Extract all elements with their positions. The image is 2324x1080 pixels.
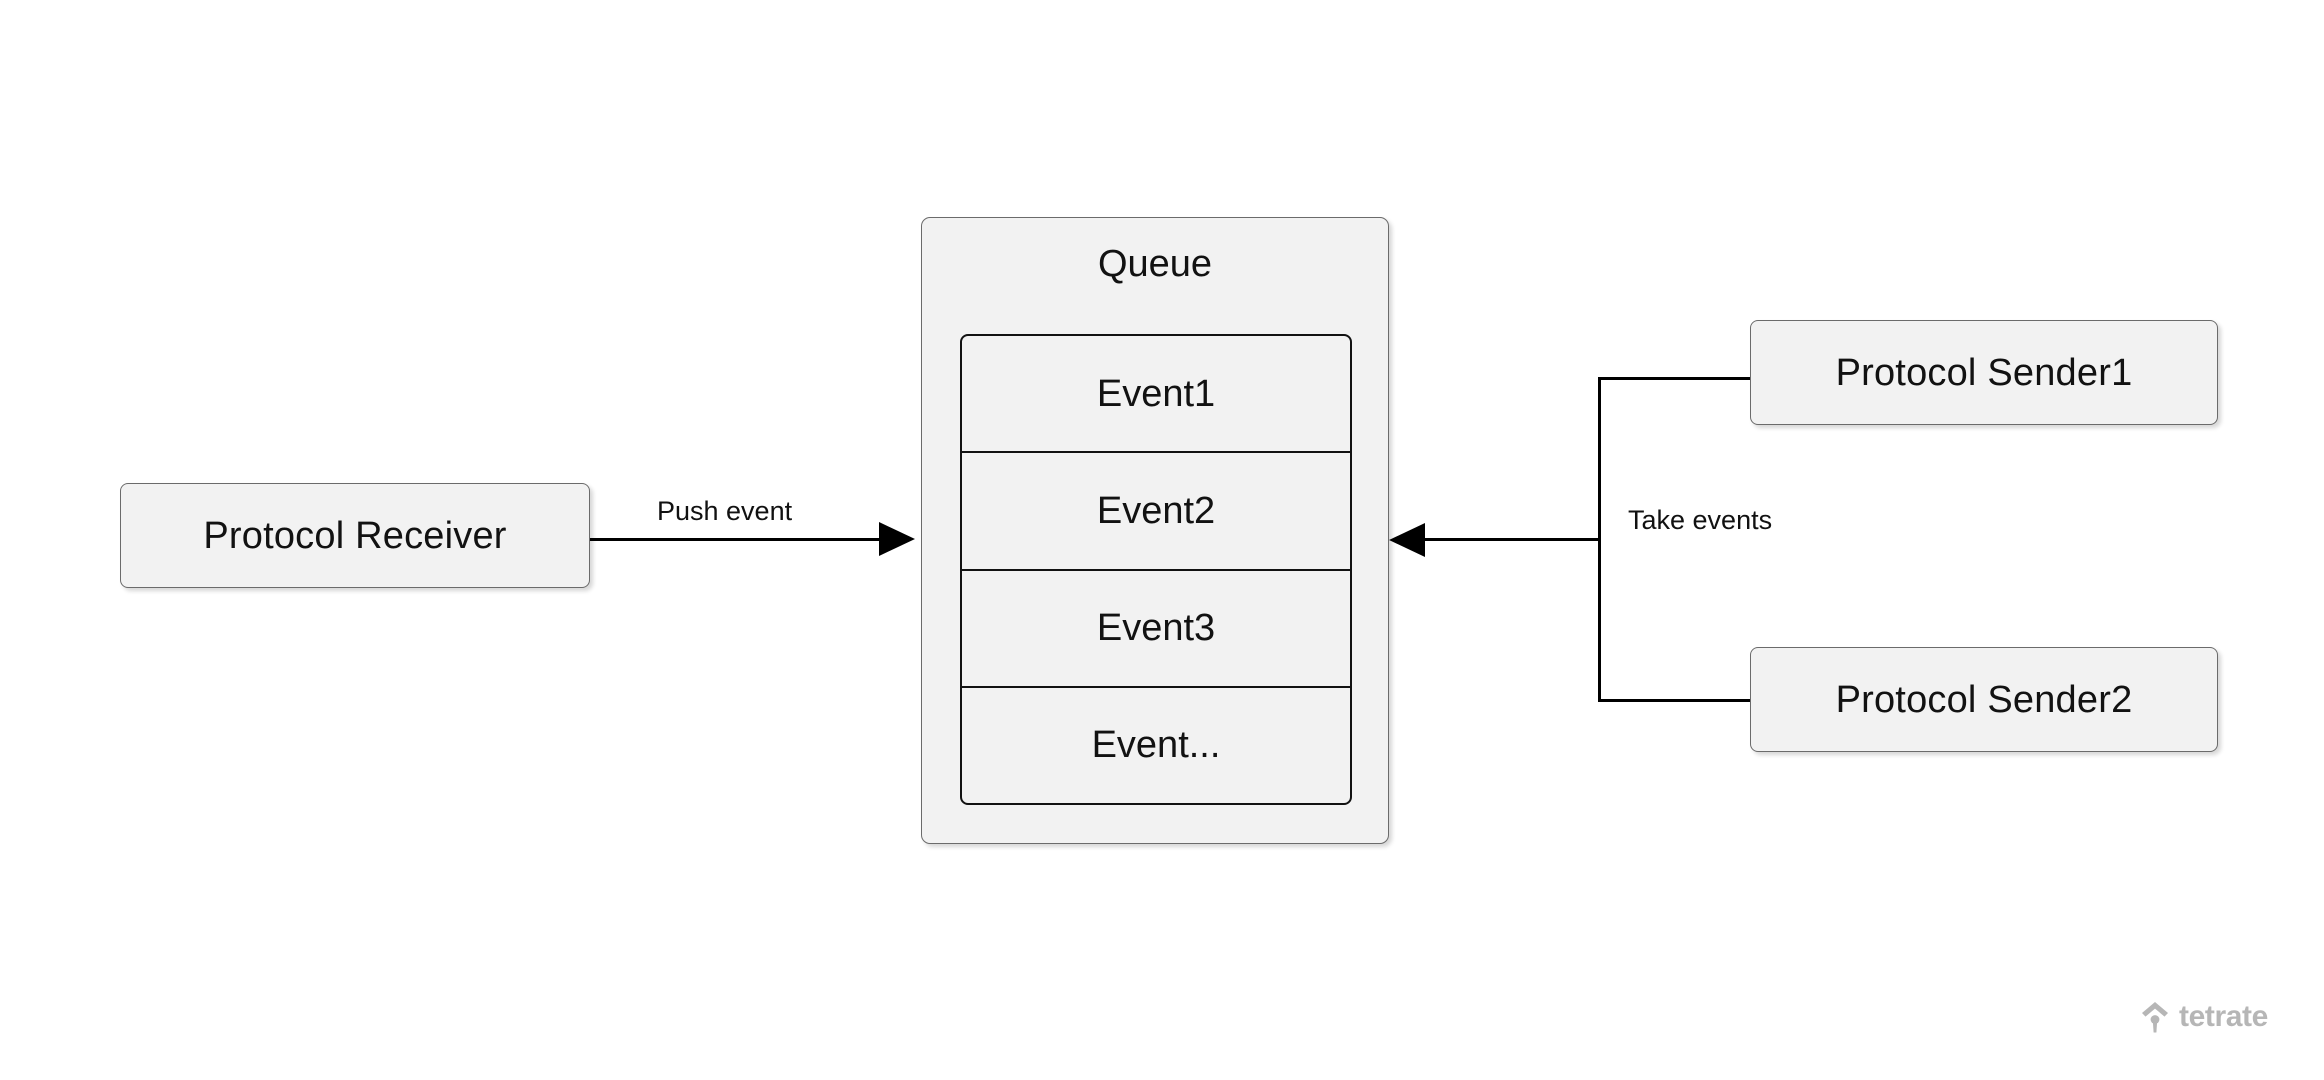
node-protocol-receiver[interactable]: Protocol Receiver <box>120 483 590 588</box>
queue-event-list: Event1 Event2 Event3 Event... <box>960 334 1352 805</box>
edge-take-events-stub <box>1423 538 1601 541</box>
edge-push-event-label: Push event <box>657 496 793 526</box>
node-protocol-sender2-label: Protocol Sender2 <box>1835 678 2133 721</box>
edge-take-events-branch-sender2 <box>1598 699 1753 702</box>
edge-push-event-line <box>590 538 882 541</box>
edge-take-events-label: Take events <box>1628 505 1773 535</box>
node-protocol-sender1-label: Protocol Sender1 <box>1835 351 2133 394</box>
list-item[interactable]: Event3 <box>962 571 1350 688</box>
watermark-text: tetrate <box>2179 1000 2268 1033</box>
queue-event-label: Event... <box>1091 724 1221 767</box>
edge-take-events-branch-sender1 <box>1598 377 1753 380</box>
list-item[interactable]: Event... <box>962 688 1350 803</box>
edge-take-events-arrowhead <box>1389 523 1425 557</box>
list-item[interactable]: Event2 <box>962 453 1350 571</box>
edge-take-events-trunk <box>1598 378 1601 702</box>
list-item[interactable]: Event1 <box>962 336 1350 454</box>
watermark: tetrate <box>2140 1000 2268 1034</box>
queue-event-label: Event1 <box>1096 372 1216 415</box>
node-queue[interactable]: Queue Event1 Event2 Event3 Event... <box>921 217 1389 844</box>
tetrate-logo-icon <box>2142 1002 2168 1033</box>
node-protocol-receiver-label: Protocol Receiver <box>203 514 507 557</box>
node-queue-title: Queue <box>1097 243 1213 285</box>
queue-event-label: Event3 <box>1096 607 1216 650</box>
queue-event-label: Event2 <box>1096 489 1216 532</box>
node-protocol-sender1[interactable]: Protocol Sender1 <box>1750 320 2218 425</box>
node-protocol-sender2[interactable]: Protocol Sender2 <box>1750 647 2218 752</box>
edge-push-event-arrowhead <box>879 522 915 556</box>
